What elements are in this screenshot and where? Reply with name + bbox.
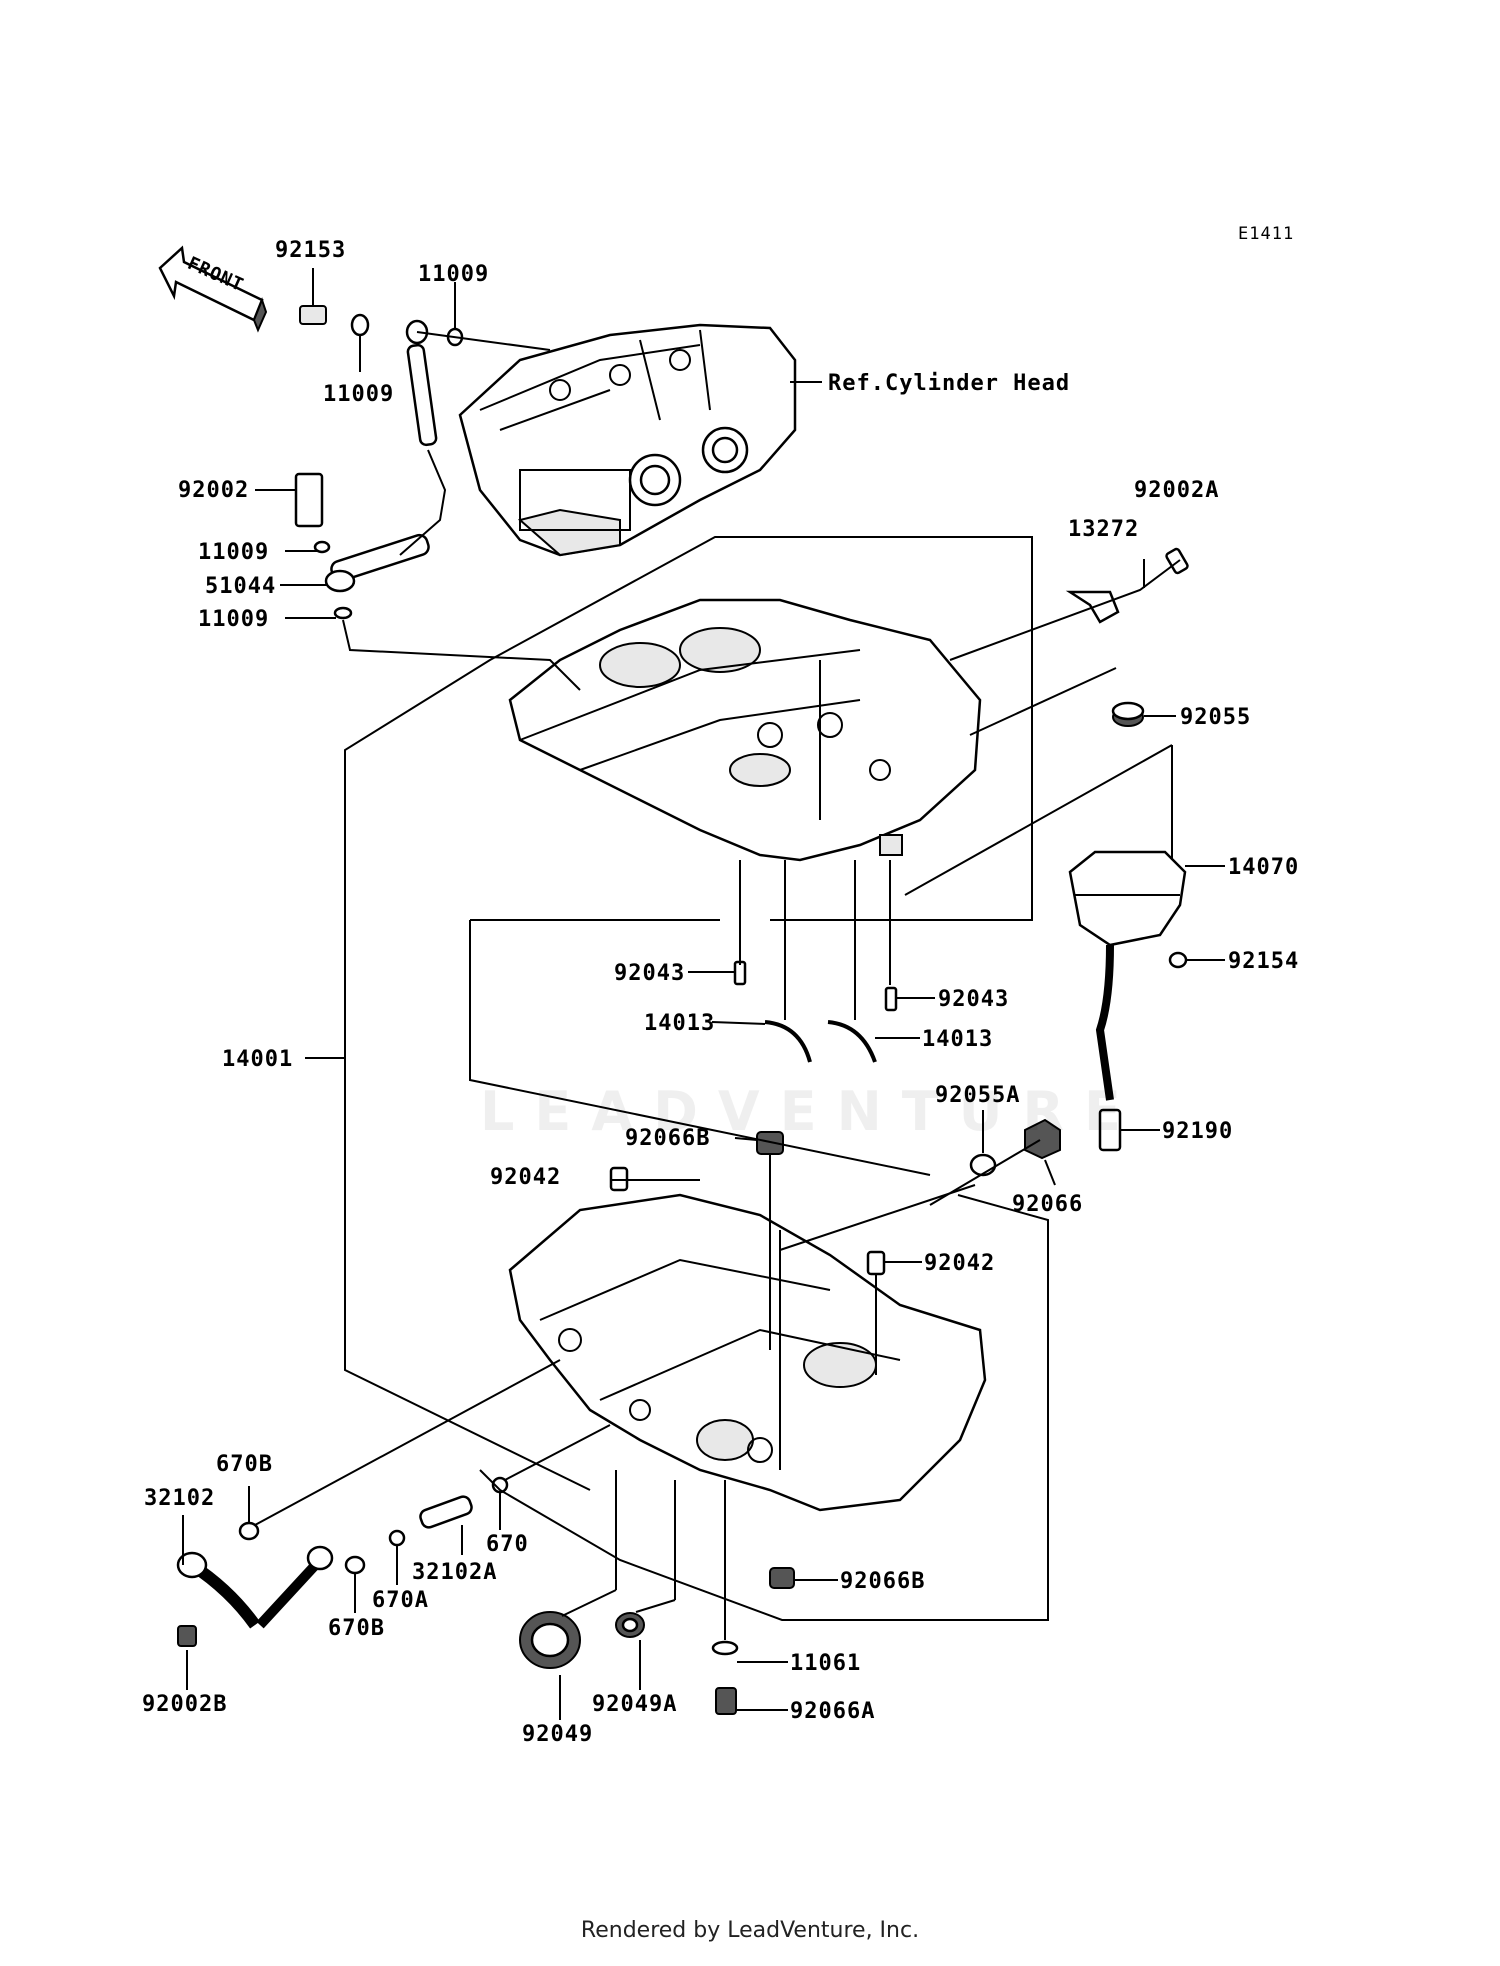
watermark: LEADVENTURE bbox=[480, 1080, 1141, 1143]
label-14013-left: 14013 bbox=[644, 1011, 716, 1036]
label-92154: 92154 bbox=[1228, 949, 1300, 974]
dowel-92043-left bbox=[733, 960, 747, 986]
plug-92066A bbox=[715, 1687, 737, 1715]
cylinder-head-drawing bbox=[458, 323, 797, 557]
label-92049: 92049 bbox=[522, 1722, 594, 1747]
label-92066B-bottom: 92066B bbox=[840, 1569, 926, 1594]
plate-13272 bbox=[1065, 547, 1189, 624]
label-11009-top: 11009 bbox=[418, 262, 490, 287]
ref-cylinder-head-label: Ref.Cylinder Head bbox=[828, 371, 1071, 396]
label-670B-top: 670B bbox=[216, 1452, 273, 1477]
bolt-92154 bbox=[1168, 951, 1188, 969]
label-51044: 51044 bbox=[205, 574, 277, 599]
oil-pipe-51044 bbox=[294, 472, 430, 620]
dowel-92042-right bbox=[866, 1250, 886, 1276]
dowel-92043-right bbox=[884, 986, 898, 1012]
footer-credit: Rendered by LeadVenture, Inc. bbox=[580, 1918, 920, 1943]
label-92066B-top: 92066B bbox=[625, 1126, 711, 1151]
label-14070: 14070 bbox=[1228, 855, 1300, 880]
label-11009-mid: 11009 bbox=[323, 382, 395, 407]
plug-92066B-top bbox=[756, 1131, 784, 1155]
label-92049A: 92049A bbox=[592, 1692, 678, 1717]
label-92042-right: 92042 bbox=[924, 1251, 996, 1276]
washer-11061 bbox=[711, 1640, 739, 1656]
label-670A: 670A bbox=[372, 1588, 429, 1613]
label-92066A: 92066A bbox=[790, 1699, 876, 1724]
front-arrow-icon bbox=[158, 245, 268, 333]
part-92055-cap bbox=[1111, 701, 1145, 727]
label-32102A: 32102A bbox=[412, 1560, 498, 1585]
diagram-code: E1411 bbox=[1238, 224, 1295, 244]
plug-92066B-bottom bbox=[769, 1567, 795, 1589]
oring-670B-top bbox=[238, 1521, 260, 1541]
bolt-92002B bbox=[177, 1625, 197, 1647]
oil-pipe-32102 bbox=[176, 1545, 334, 1629]
label-14001: 14001 bbox=[222, 1047, 294, 1072]
thrust-bearing-14013-right bbox=[827, 1020, 877, 1063]
label-13272: 13272 bbox=[1068, 517, 1140, 542]
label-92055A: 92055A bbox=[935, 1083, 1021, 1108]
label-92066: 92066 bbox=[1012, 1192, 1084, 1217]
label-11061: 11061 bbox=[790, 1651, 862, 1676]
label-92153: 92153 bbox=[275, 238, 347, 263]
oring-670A bbox=[388, 1529, 406, 1547]
label-92002B: 92002B bbox=[142, 1692, 228, 1717]
oil-seal-92049 bbox=[519, 1611, 581, 1669]
thrust-bearing-14013-left bbox=[764, 1020, 812, 1063]
oring-92055A bbox=[969, 1153, 997, 1177]
oil-seal-92049A bbox=[615, 1612, 645, 1638]
label-92002: 92002 bbox=[178, 478, 250, 503]
label-92043-left: 92043 bbox=[614, 961, 686, 986]
label-11009-a: 11009 bbox=[198, 540, 270, 565]
label-670: 670 bbox=[486, 1532, 529, 1557]
label-92190: 92190 bbox=[1162, 1119, 1234, 1144]
label-92043-right: 92043 bbox=[938, 987, 1010, 1012]
label-670B-bottom: 670B bbox=[328, 1616, 385, 1641]
upper-crankcase-drawing bbox=[508, 598, 982, 862]
oring-670B-bottom bbox=[344, 1555, 366, 1575]
lower-crankcase-drawing bbox=[508, 1193, 987, 1512]
leader-lines bbox=[182, 268, 1225, 1720]
oil-pipe-top bbox=[299, 305, 464, 447]
label-92002A: 92002A bbox=[1134, 478, 1220, 503]
label-92055: 92055 bbox=[1180, 705, 1252, 730]
label-14013-right: 14013 bbox=[922, 1027, 994, 1052]
oil-pipe-32102A bbox=[419, 1495, 473, 1529]
label-92042-left: 92042 bbox=[490, 1165, 562, 1190]
breather-cover-14070 bbox=[1068, 850, 1187, 1101]
label-32102: 32102 bbox=[144, 1486, 216, 1511]
label-11009-b: 11009 bbox=[198, 607, 270, 632]
